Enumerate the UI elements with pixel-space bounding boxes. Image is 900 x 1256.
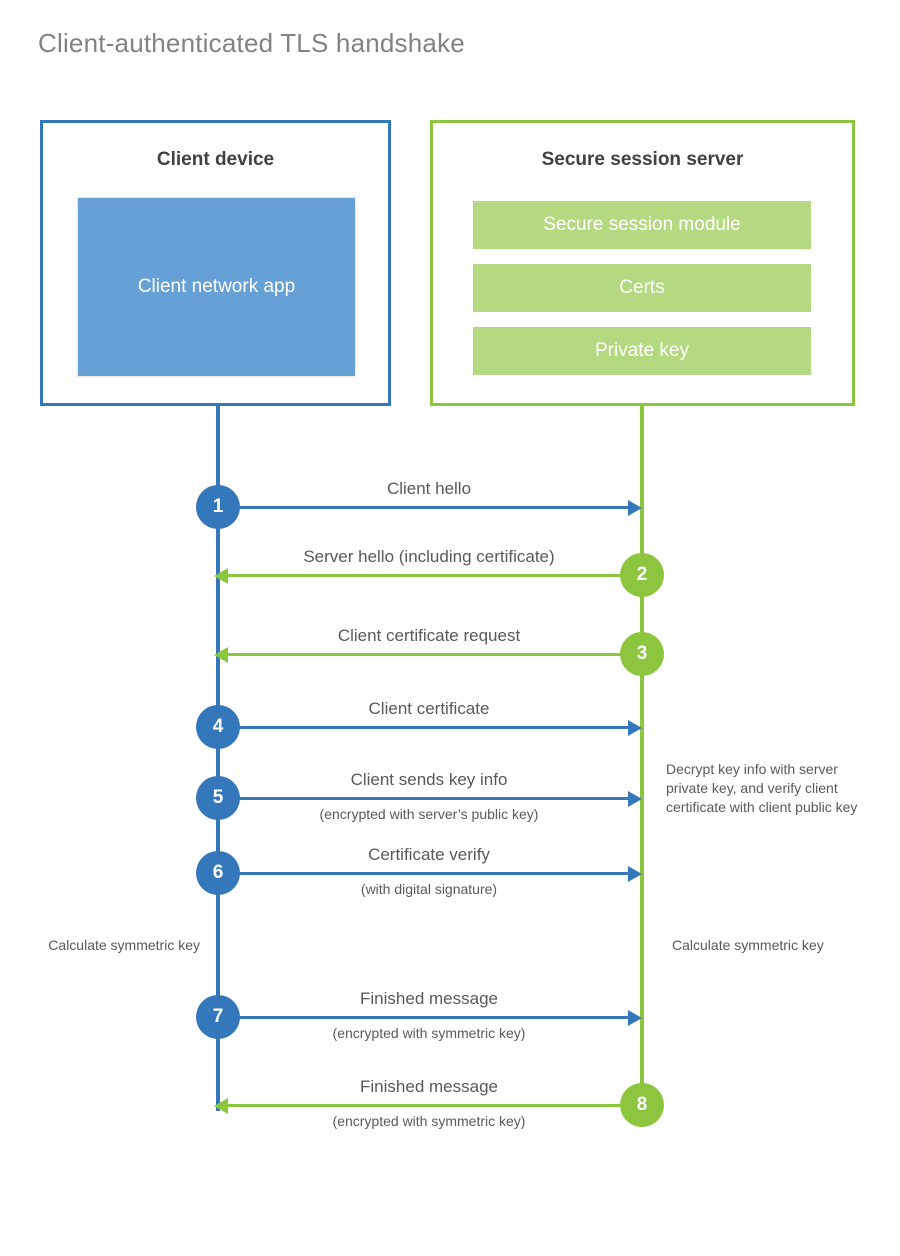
server-module-private-key: Private key — [473, 327, 811, 375]
message-label-1: Client hello — [386, 479, 472, 498]
message-label-4: Client certificate — [368, 699, 490, 718]
server-lifeline — [640, 406, 644, 1106]
step-circle-6[interactable]: 6 — [196, 851, 240, 895]
step-circle-5[interactable]: 5 — [196, 776, 240, 820]
arrow-line-7 — [218, 1016, 632, 1019]
arrow-line-2 — [226, 574, 642, 577]
client-lifeline — [216, 406, 220, 1111]
arrow-line-1 — [218, 506, 632, 509]
message-sublabel-8: (encrypted with symmetric key) — [332, 1113, 526, 1129]
arrow-line-6 — [218, 872, 632, 875]
client-calculate-symmetric-key-annotation: Calculate symmetric key — [48, 937, 200, 953]
step-circle-3[interactable]: 3 — [620, 632, 664, 676]
message-label-8: Finished message — [360, 1077, 498, 1096]
message-label-2: Server hello (including certificate) — [303, 547, 555, 566]
arrow-head-5 — [628, 791, 642, 807]
arrow-head-2 — [214, 568, 228, 584]
step-circle-1[interactable]: 1 — [196, 485, 240, 529]
page-title: Client-authenticated TLS handshake — [38, 28, 465, 58]
arrow-line-5 — [218, 797, 632, 800]
arrow-head-3 — [214, 647, 228, 663]
client-device-box: Client device Client network app — [40, 120, 391, 406]
arrow-head-8 — [214, 1098, 228, 1114]
step-circle-4[interactable]: 4 — [196, 705, 240, 749]
arrow-line-3 — [226, 653, 642, 656]
message-label-5: Client sends key info — [350, 770, 508, 789]
step-circle-8[interactable]: 8 — [620, 1083, 664, 1127]
message-sublabel-6: (with digital signature) — [360, 881, 498, 897]
arrow-head-1 — [628, 500, 642, 516]
server-module-certs: Certs — [473, 264, 811, 312]
step-circle-7[interactable]: 7 — [196, 995, 240, 1039]
arrow-head-4 — [628, 720, 642, 736]
arrow-line-8 — [226, 1104, 642, 1107]
message-label-6: Certificate verify — [368, 845, 490, 864]
arrow-line-4 — [218, 726, 632, 729]
arrow-head-7 — [628, 1010, 642, 1026]
message-sublabel-5: (encrypted with server’s public key) — [319, 806, 539, 822]
arrow-head-6 — [628, 866, 642, 882]
message-label-3: Client certificate request — [337, 626, 521, 645]
secure-session-server-title: Secure session server — [541, 149, 744, 170]
server-module-secure-session-module: Secure session module — [473, 201, 811, 249]
secure-session-server-box: Secure session server Secure session mod… — [430, 120, 855, 406]
client-device-title: Client device — [156, 149, 275, 170]
step-circle-2[interactable]: 2 — [620, 553, 664, 597]
server-calculate-symmetric-key-annotation: Calculate symmetric key — [672, 937, 824, 953]
client-network-app-block: Client network app — [77, 197, 356, 377]
message-sublabel-7: (encrypted with symmetric key) — [332, 1025, 526, 1041]
server-decrypt-annotation: Decrypt key info with server private key… — [666, 761, 858, 815]
message-label-7: Finished message — [360, 989, 498, 1008]
